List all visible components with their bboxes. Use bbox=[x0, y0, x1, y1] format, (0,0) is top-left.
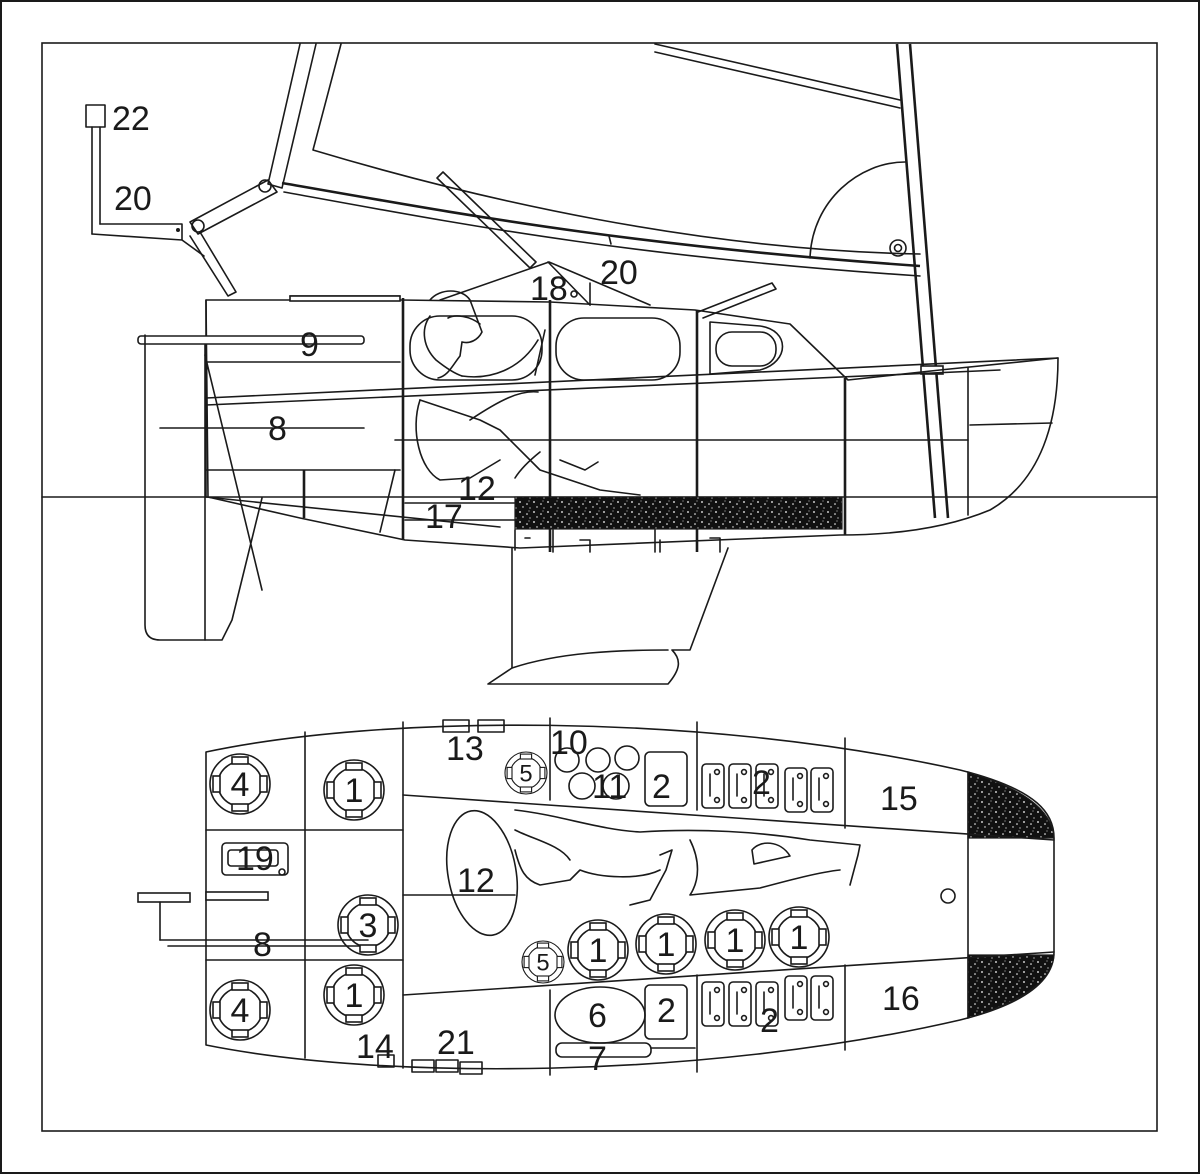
label-8-plan: 8 bbox=[253, 926, 272, 964]
side-view: 22 20 20 18 9 8 12 17 bbox=[85, 43, 1059, 685]
hatch-number: 1 bbox=[589, 932, 608, 970]
label-22: 22 bbox=[112, 100, 150, 138]
drawing-border bbox=[41, 42, 1158, 1132]
label-6: 6 bbox=[588, 997, 607, 1035]
label-12-plan: 12 bbox=[457, 862, 495, 900]
mast bbox=[895, 43, 950, 519]
hatch-number: 1 bbox=[790, 919, 809, 957]
hatch-number: 4 bbox=[231, 766, 250, 804]
label-2-lower-left: 2 bbox=[657, 992, 676, 1030]
label-14: 14 bbox=[356, 1028, 394, 1066]
hatch-1a: 1 bbox=[323, 759, 385, 821]
label-8-side: 8 bbox=[268, 410, 287, 448]
hatch-number: 5 bbox=[536, 949, 549, 976]
label-10: 10 bbox=[550, 724, 588, 762]
sail-and-boom bbox=[189, 43, 921, 297]
label-12-side: 12 bbox=[458, 470, 496, 508]
label-7: 7 bbox=[588, 1040, 607, 1078]
hull-side bbox=[137, 295, 1059, 685]
hatch-number: 1 bbox=[726, 922, 745, 960]
label-20-bracket: 20 bbox=[114, 180, 152, 218]
hatch-3a: 3 bbox=[337, 894, 399, 956]
label-18: 18 bbox=[530, 270, 568, 308]
hatch-number: 1 bbox=[345, 977, 364, 1015]
compartment-grid bbox=[205, 717, 1055, 1076]
label-20-roof: 20 bbox=[600, 254, 638, 292]
hatch-4a: 4 bbox=[209, 753, 271, 815]
crew-figure-side bbox=[415, 290, 641, 496]
label-11: 11 bbox=[592, 768, 627, 806]
hatch-5a: 5 bbox=[504, 751, 548, 795]
small-boxes bbox=[377, 719, 505, 1075]
label-2-lower-right: 2 bbox=[760, 1002, 779, 1040]
label-9: 9 bbox=[300, 326, 319, 364]
label-15: 15 bbox=[880, 780, 918, 818]
label-2-upper-right: 2 bbox=[752, 764, 771, 802]
label-13: 13 bbox=[446, 730, 484, 768]
label-16: 16 bbox=[882, 980, 920, 1018]
crew-figure-plan bbox=[445, 809, 861, 937]
hatch-number: 3 bbox=[359, 907, 378, 945]
label-19: 19 bbox=[236, 840, 274, 878]
hatch-1c: 1 bbox=[567, 919, 629, 981]
antenna-mount bbox=[85, 104, 205, 257]
cabin-roof bbox=[439, 261, 777, 319]
locker-19 bbox=[221, 842, 289, 876]
hatch-5b: 5 bbox=[521, 940, 565, 984]
hatch-4b: 4 bbox=[209, 979, 271, 1041]
hatch-1b: 1 bbox=[323, 964, 385, 1026]
label-2-upper-left: 2 bbox=[652, 768, 671, 806]
label-17: 17 bbox=[425, 498, 463, 536]
hatch-1f: 1 bbox=[768, 906, 830, 968]
hatch-1e: 1 bbox=[704, 909, 766, 971]
hatch-number: 1 bbox=[345, 772, 364, 810]
label-21: 21 bbox=[437, 1024, 475, 1062]
cylinders-10-11 bbox=[554, 745, 640, 800]
galley-6-7 bbox=[554, 986, 696, 1058]
hatch-number: 1 bbox=[657, 926, 676, 964]
hatch-number: 5 bbox=[519, 760, 532, 787]
hatch-1d: 1 bbox=[635, 913, 697, 975]
hatch-number: 4 bbox=[231, 992, 250, 1030]
tiller bbox=[137, 891, 369, 947]
